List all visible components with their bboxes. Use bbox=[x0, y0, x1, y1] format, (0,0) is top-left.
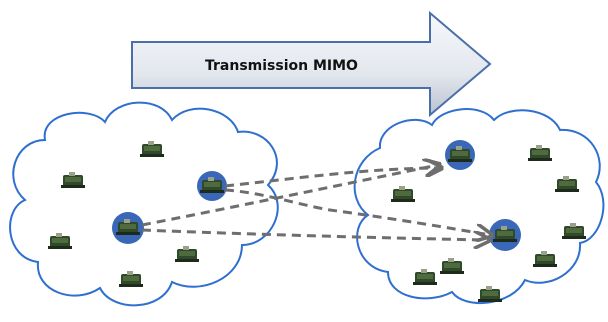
arrow-shape bbox=[131, 10, 492, 118]
link-tx-a-rx-a bbox=[224, 168, 440, 188]
transmission-arrow: Transmission MIMO bbox=[131, 10, 492, 118]
receiver-cluster-cloud bbox=[353, 108, 605, 305]
arrow-label: Transmission MIMO bbox=[205, 58, 358, 74]
transmitter-cluster-cloud bbox=[9, 101, 279, 307]
link-tx-b-rx-a bbox=[141, 165, 438, 227]
link-tx-a-rx-b bbox=[224, 188, 490, 235]
mimo-links bbox=[141, 165, 490, 240]
link-tx-b-rx-b bbox=[141, 228, 488, 240]
